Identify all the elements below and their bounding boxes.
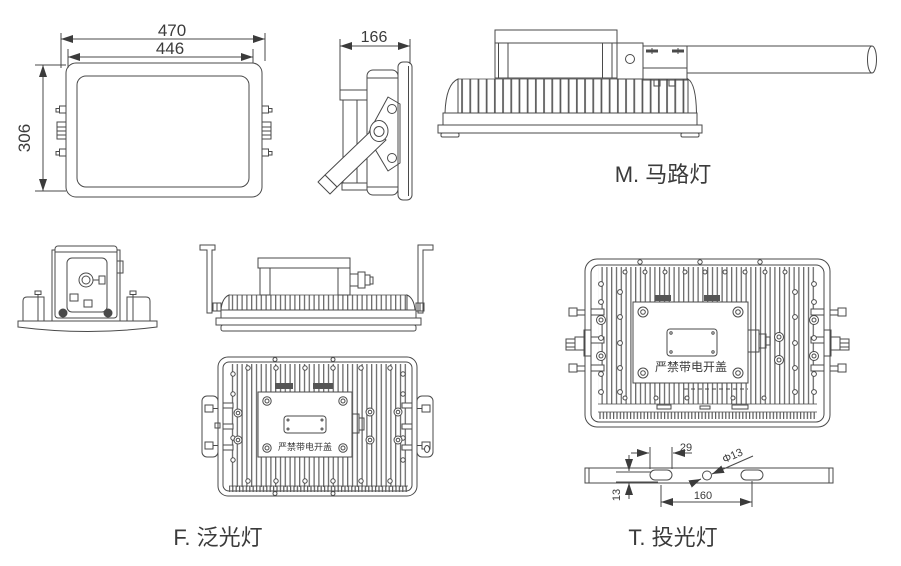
projector-right-bolts xyxy=(810,307,850,373)
dim-width-inner xyxy=(67,49,254,68)
right-slot-hole xyxy=(740,469,764,481)
flood-warning-text: 严禁带电开盖 xyxy=(278,441,332,452)
pole-clamp xyxy=(616,42,688,87)
dim-13-label: 13 xyxy=(611,489,623,501)
left-hook xyxy=(199,244,216,314)
flood-light-label: F. 泛光灯 xyxy=(173,525,262,550)
cable-gland-front xyxy=(78,272,106,288)
hook-side-view xyxy=(199,244,434,332)
dim-160-label: 160 xyxy=(694,490,712,502)
projector-warning-text: 严禁带电开盖 xyxy=(655,360,727,374)
front-right-clips xyxy=(261,105,273,157)
dim-hole-diameter-label: Φ13 xyxy=(721,447,745,467)
dim-306-label: 306 xyxy=(15,124,34,152)
dim-height xyxy=(35,64,66,192)
left-slot-hole xyxy=(649,469,673,481)
street-lamp-view xyxy=(437,29,877,138)
bar-dimensions xyxy=(616,447,754,507)
cable-gland-side xyxy=(349,271,374,289)
dim-166-label: 166 xyxy=(361,29,388,46)
projector-cover-plate xyxy=(632,301,771,384)
flood-cover-plate xyxy=(257,391,365,458)
dim-29-label: 29 xyxy=(680,442,692,454)
lamp-pole xyxy=(687,45,877,74)
front-view xyxy=(55,62,273,198)
hook-view-driver-box xyxy=(257,257,374,296)
dim-width-outer xyxy=(60,33,266,68)
flood-right-tab xyxy=(416,395,434,458)
projector-light-label: T. 投光灯 xyxy=(628,525,717,550)
dim-470-label: 470 xyxy=(158,21,186,40)
center-hole xyxy=(702,470,712,481)
dim-446-label: 446 xyxy=(156,39,184,58)
projector-left-bolts xyxy=(565,307,605,373)
projector-screws xyxy=(596,259,819,401)
street-lamp-driver-box xyxy=(494,29,618,79)
flood-screws xyxy=(230,357,406,496)
projector-back-view xyxy=(565,258,850,428)
right-hook xyxy=(417,244,434,314)
flood-left-tab xyxy=(201,395,221,458)
front-left-clips xyxy=(55,105,67,157)
dim-depth xyxy=(339,39,411,91)
street-lamp-label: M. 马路灯 xyxy=(615,162,712,187)
side-view xyxy=(317,61,413,201)
flood-back-view xyxy=(201,356,434,497)
bracket-end-view xyxy=(17,245,158,332)
projector-mounting-bar xyxy=(584,467,834,484)
